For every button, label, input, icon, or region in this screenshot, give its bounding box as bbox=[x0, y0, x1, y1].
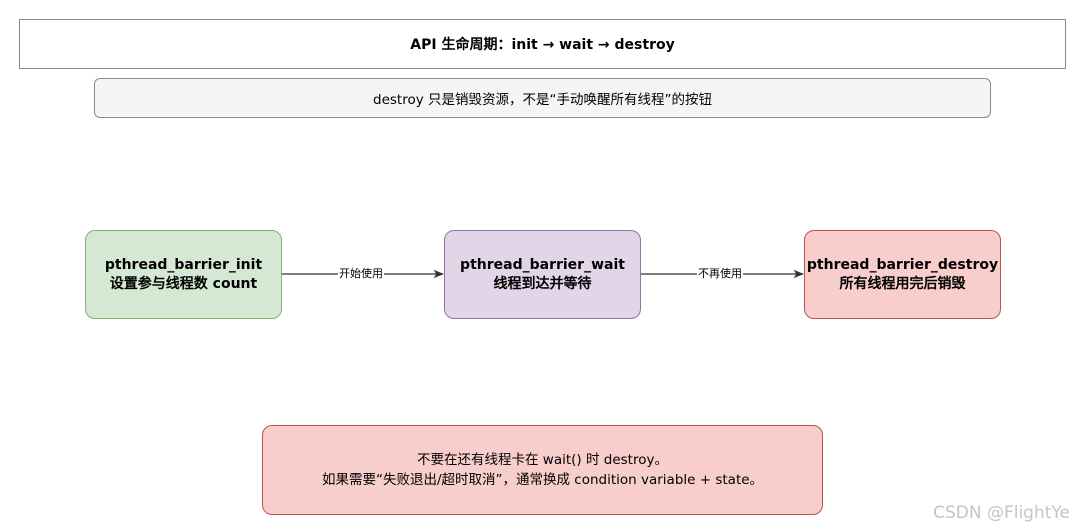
diagram-subtitle: destroy 只是销毁资源，不是“手动唤醒所有线程”的按钮 bbox=[94, 78, 991, 118]
node-barrier-wait: pthread_barrier_wait 线程到达并等待 bbox=[444, 230, 641, 319]
diagram-title-text: API 生命周期：init → wait → destroy bbox=[410, 37, 675, 53]
diagram-title: API 生命周期：init → wait → destroy bbox=[19, 19, 1066, 69]
edge-label-start-use: 开始使用 bbox=[338, 267, 384, 281]
node-barrier-destroy: pthread_barrier_destroy 所有线程用完后销毁 bbox=[804, 230, 1001, 319]
node-barrier-destroy-desc: 所有线程用完后销毁 bbox=[839, 275, 966, 292]
edge-label-stop-use: 不再使用 bbox=[697, 267, 743, 281]
warning-note: 不要在还有线程卡在 wait() 时 destroy。 如果需要“失败退出/超时… bbox=[262, 425, 823, 515]
node-barrier-wait-name: pthread_barrier_wait bbox=[460, 256, 625, 273]
node-barrier-wait-desc: 线程到达并等待 bbox=[493, 275, 592, 292]
warning-note-line-1: 不要在还有线程卡在 wait() 时 destroy。 bbox=[417, 452, 668, 468]
node-barrier-destroy-name: pthread_barrier_destroy bbox=[806, 256, 999, 273]
warning-note-line-2: 如果需要“失败退出/超时取消”，通常换成 condition variable … bbox=[321, 472, 764, 488]
node-barrier-init-desc: 设置参与线程数 count bbox=[109, 275, 258, 292]
node-barrier-init-name: pthread_barrier_init bbox=[104, 256, 263, 273]
watermark: CSDN @FlightYe bbox=[933, 503, 1070, 523]
node-barrier-init: pthread_barrier_init 设置参与线程数 count bbox=[85, 230, 282, 319]
diagram-subtitle-text: destroy 只是销毁资源，不是“手动唤醒所有线程”的按钮 bbox=[373, 92, 712, 108]
